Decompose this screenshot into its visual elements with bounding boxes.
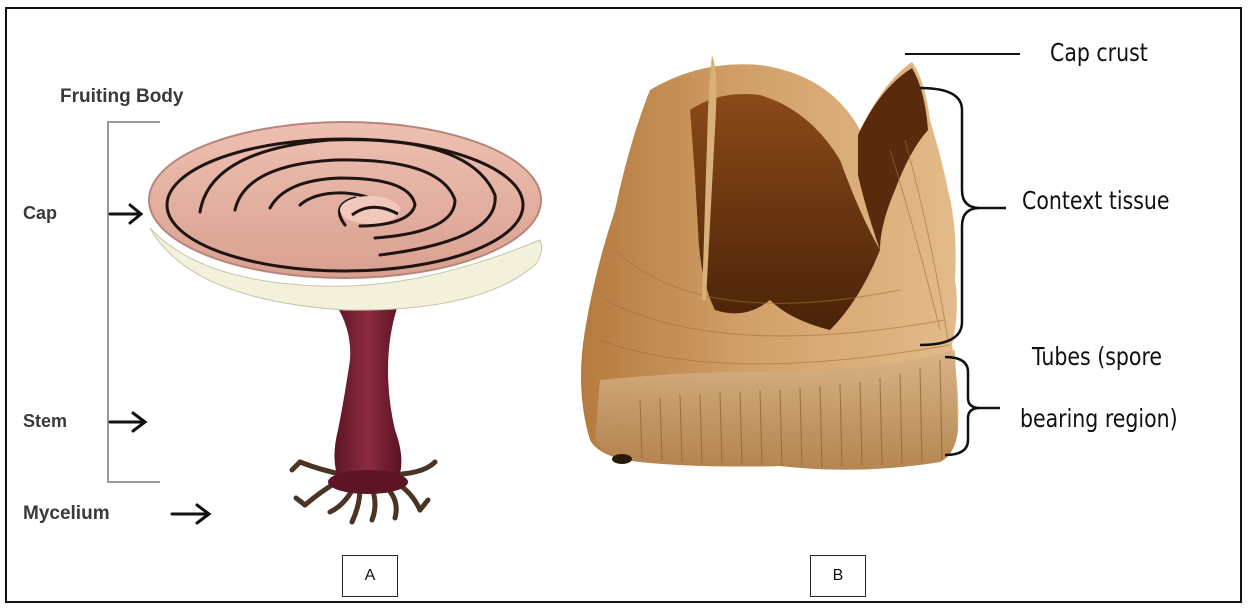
panel-a-tag: A: [342, 555, 398, 597]
mycelium-label: Mycelium: [23, 503, 110, 525]
mycelium-arrow: [172, 505, 209, 523]
fruiting-body-label: Fruiting Body: [60, 86, 183, 108]
sample-photo: [581, 55, 958, 470]
stem-label: Stem: [23, 411, 67, 432]
context-tissue-label: Context tissue: [1022, 186, 1170, 215]
panel-b-tag: B: [810, 555, 866, 597]
mushroom-illustration: [108, 122, 542, 523]
cap-crust-label: Cap crust: [1050, 38, 1148, 67]
cap-arrow: [110, 205, 141, 223]
tubes-label-line1: Tubes (spore: [1032, 342, 1162, 371]
tubes-label-line2: bearing region): [1020, 404, 1178, 433]
stem-arrow: [110, 413, 145, 431]
stem: [334, 305, 401, 488]
fruiting-body-bracket: [108, 122, 160, 482]
cap-label: Cap: [23, 203, 57, 224]
cap: [149, 122, 541, 278]
